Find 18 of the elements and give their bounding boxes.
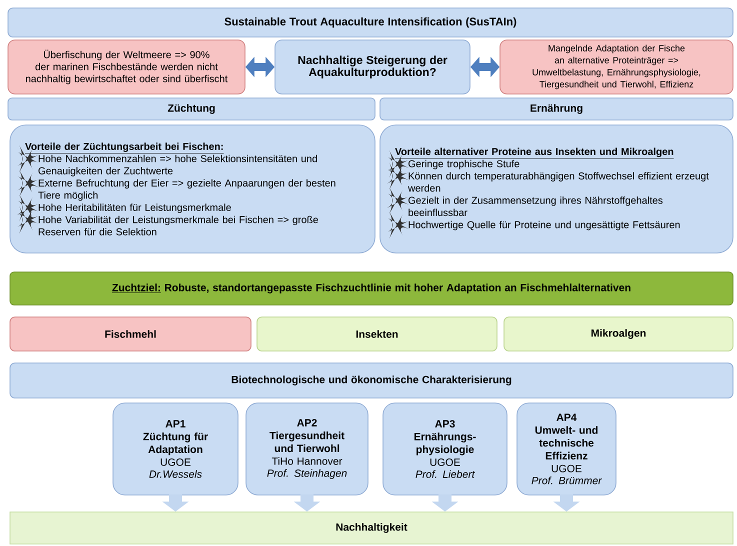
question-box: Nachhaltige Steigerung der Aquakulturproduktion?	[274, 40, 470, 94]
feed-box: Mikroalgen	[504, 316, 734, 352]
section-header: Züchtung	[8, 98, 376, 120]
sustainability-bar: Nachhaltigkeit	[10, 512, 734, 544]
feed-box: Fischmehl	[10, 316, 252, 352]
section-header: Ernährung	[380, 98, 734, 120]
problem-box: Überfischung der Weltmeere => 90% der marinen Fischbestände werden nicht nachhaltig bewirtschaftet oder sind überfischt	[8, 40, 246, 94]
work-package-box: AP3 Ernährungs-physiologie UGOE Prof. Liebert	[382, 402, 508, 496]
goal-bar: Zuchtziel: Robuste, standortangepasste Fischzuchtlinie mit hoher Adaptation an Fischmehlalternativen	[10, 272, 734, 306]
problem-box: Mangelnde Adaptation der Fische an alternative Proteinträger => Umweltbelastung, Ernährungsphysiologie, Tiergesundheit und Tierwohl, Effizienz	[500, 40, 734, 94]
work-package-box: AP4 Umwelt- und technische Effizienz UGOE Prof. Brümmer	[516, 402, 616, 496]
advantages-panel: Vorteile der Züchtungsarbeit bei Fischen: Hohe Nachkommenzahlen => hohe Selektionsintensitäten und Genauigkeiten der Zuchtwerte Externe Befruchtung der Eier => gezielte Anpaarungen der besten Tiere möglich Hohe Heritabilitäten für Leistungsmerkmale Hohe Variabilität der Leistungsmerkmale bei Fischen => große Reserven für die Selektion	[10, 124, 376, 254]
advantages-panel: Vorteile alternativer Proteine aus Insekten und Mikroalgen Geringe trophische Stufe Können durch temperaturabhängigen Stoffwechsel effizient erzeugt werden Gezielt in der Zusammensetzung ihres Nährstoffgehaltes beeinflussbar Hochwertige Quelle für Proteine und ungesättigte Fettsäuren	[380, 124, 734, 254]
work-package-box: AP1 Züchtung für Adaptation UGOE Dr.Wessels	[112, 402, 238, 496]
feed-box: Insekten	[256, 316, 498, 352]
work-package-box: AP2 Tiergesundheit und Tierwohl TiHo Hannover Prof. Steinhagen	[246, 402, 368, 496]
title-bar: Sustainable Trout Aquaculture Intensification (SusTAIn)	[8, 8, 734, 38]
characterisation-bar: Biotechnologische und ökonomische Charakterisierung	[10, 362, 734, 398]
